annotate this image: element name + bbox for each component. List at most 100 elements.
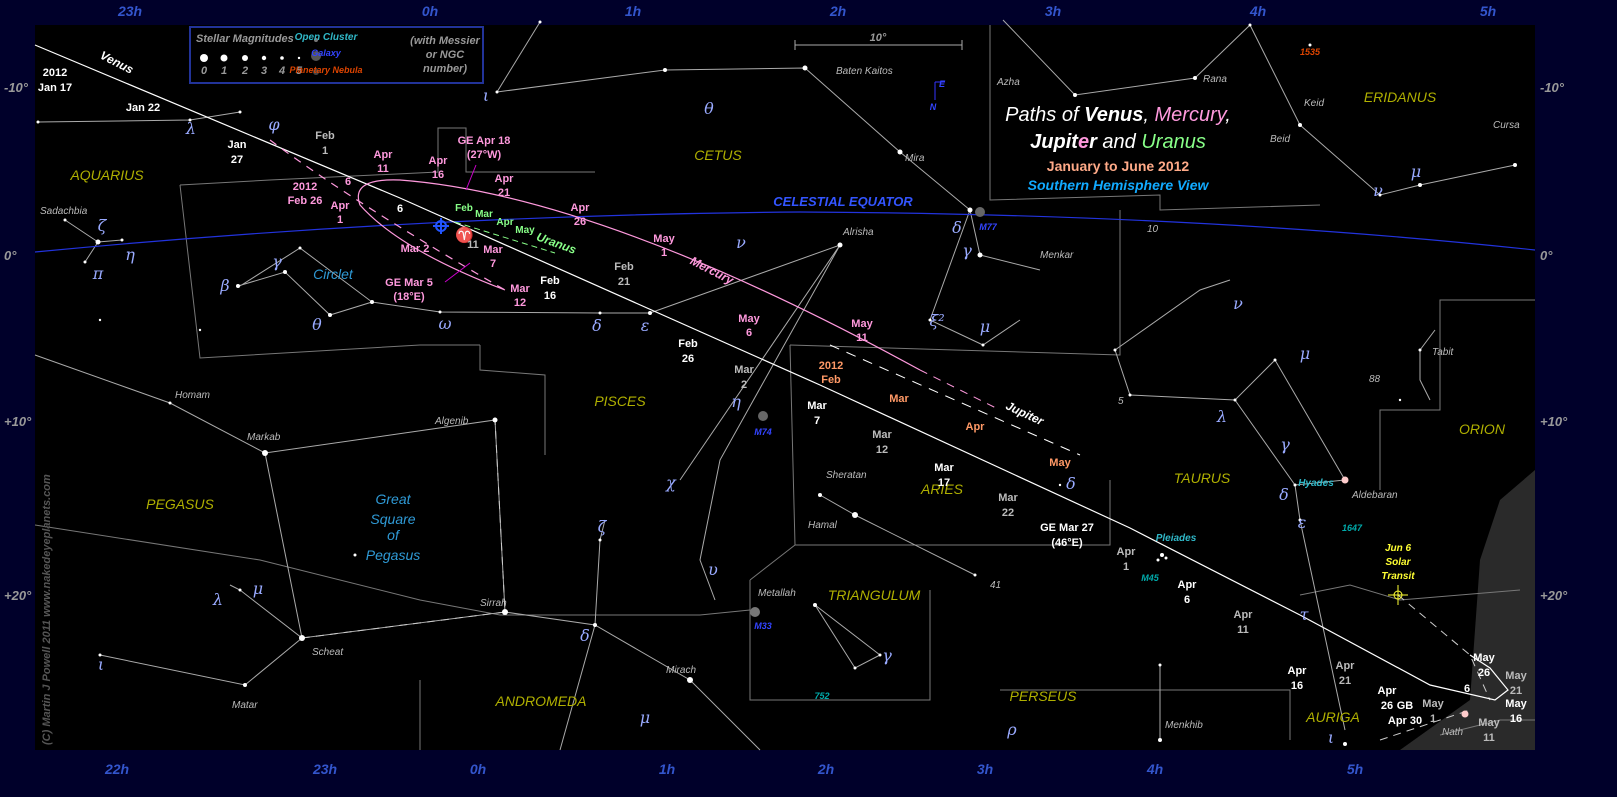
mercury-date-label: Apr [429,155,449,167]
compass-north: N [930,102,937,112]
star-name: Sadachbia [40,206,88,217]
asterism-great-square: of [387,527,401,543]
star [95,239,101,245]
mercury-date-label: GE Mar 5 [385,277,433,289]
mercury-date-label: 6 [345,176,351,188]
venus-date-label: May [1478,717,1500,729]
venus-date-label: Mar [872,429,892,441]
star-name: Homam [175,390,210,401]
star [802,65,808,71]
star [1398,398,1402,402]
constellation-name: ORION [1459,421,1506,437]
solar-transit-label: Transit [1381,571,1415,582]
constellation-name: AURIGA [1305,709,1360,725]
star [83,260,87,264]
star [967,207,973,213]
mercury-date-label: 11 [856,332,868,344]
star-greek-letter: χ [665,473,677,492]
star [283,270,287,274]
asterism-great-square: Pegasus [366,547,420,563]
star [853,666,857,670]
celestial-equator-label: CELESTIAL EQUATOR [773,194,913,209]
star-greek-letter: ω [438,314,451,333]
venus-date-label: 26 [1381,700,1393,712]
uranus-date-label: Feb [455,203,473,214]
mercury-date-label: 1 [661,247,667,259]
star-greek-letter: μ [1411,162,1421,181]
star-name: Algenib [434,416,469,427]
title-part: e [1078,131,1089,153]
dec-label-right: -10° [1540,80,1565,95]
venus-date-label: Feb [614,261,634,273]
chart-subtitle: January to June 2012 [1047,158,1190,174]
mercury-date-label: Mar [510,283,530,295]
star-greek-letter: γ [882,646,892,665]
star [1513,163,1517,167]
mercury-date-label: (27°W) [467,149,502,161]
star [1158,663,1162,667]
star [1341,476,1349,484]
star-greek-letter: δ [1066,474,1076,493]
venus-date-label: 2012 [43,67,67,79]
ra-label-top: 23h [117,3,142,19]
venus-date-label: 6 [1184,594,1190,606]
venus-date-label: Jan 22 [126,102,160,114]
star [878,653,882,657]
venus-date-label: GB [1397,700,1414,712]
jupiter-date-label: Mar [889,393,909,405]
sun-transit-icon [1388,585,1408,605]
star [120,238,124,242]
star-name: Tabit [1432,347,1455,358]
star [168,401,172,405]
venus-date-label: Mar [734,364,754,376]
star [1193,76,1197,80]
venus-date-label: 2 [741,379,747,391]
star [1273,358,1277,362]
star-name: Beid [1270,134,1290,145]
star-name: Alrisha [842,227,874,238]
constellation-name: PEGASUS [146,496,214,512]
mercury-date-label: May [653,233,675,245]
chart-area [35,25,1535,750]
star-greek-letter: υ [708,560,718,579]
ra-label-top: 5h [1480,3,1496,19]
star [897,149,903,155]
uranus-date-label: Mar [475,209,493,220]
uranus-path [454,221,556,254]
star-greek-letter: λ [212,590,223,609]
venus-date-label: 16 [1510,713,1522,725]
star [63,218,67,222]
constellation-name: TRIANGULUM [828,587,921,603]
star [243,683,247,687]
legend-planetary-nebula: Planetary Nebula [289,65,362,75]
venus-date-label: Feb [540,275,560,287]
title-part: , [1143,104,1149,126]
star-greek-letter: μ [640,708,650,727]
star [188,118,192,122]
legend-note: number) [423,63,467,75]
mercury-date-label: GE Apr 18 [458,135,511,147]
star-greek-letter: ε [1298,513,1307,532]
star-name: Menkhib [1165,720,1203,731]
venus-date-label: May [1505,670,1527,682]
ra-label-top: 2h [829,3,846,19]
title-part: Uranus [1141,131,1205,153]
elongation-marker [465,164,477,191]
venus-date-label: Apr [1288,665,1308,677]
title-part: and [1102,131,1136,153]
star [1418,183,1422,187]
title-part: Mercury [1155,104,1228,126]
star-greek-letter: θ [704,99,714,118]
star [1113,348,1117,352]
elongation-marker [444,262,471,283]
star-name: Markab [247,432,281,443]
venus-date-label: 21 [1510,685,1522,697]
star [1073,93,1077,97]
mercury-path [357,179,921,371]
milky-way [1400,470,1535,750]
venus-date-label: 27 [231,154,243,166]
legend-nebula-icon [313,69,319,75]
star [1160,553,1164,557]
